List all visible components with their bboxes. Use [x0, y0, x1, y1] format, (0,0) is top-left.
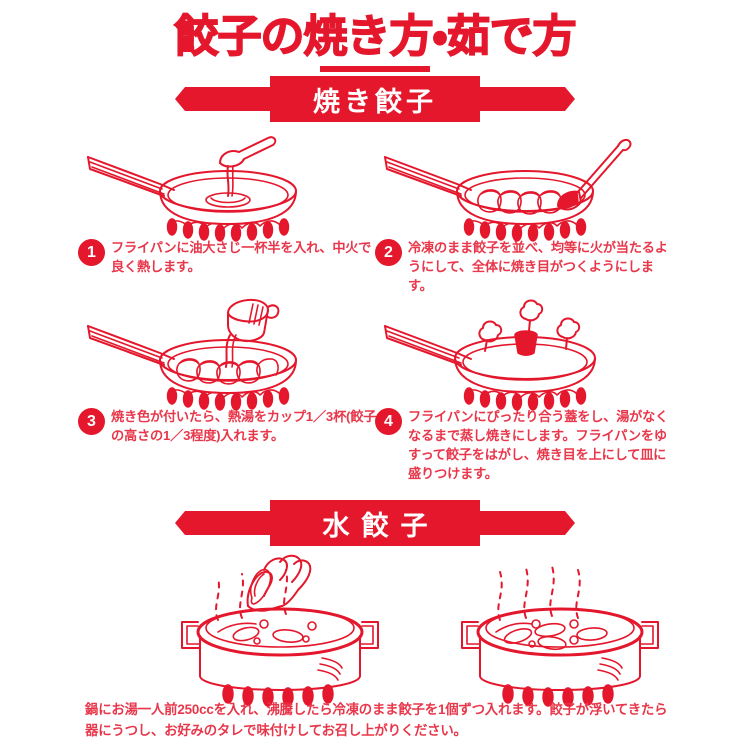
step-3-body: 3 焼き色が付いたら、熱湯をカップ1／3杯(餃子の高さの1／3程度)入れます。	[78, 407, 378, 445]
frying-pan-with-gyoza-and-spatula-icon	[384, 138, 632, 242]
section-banner-sui-gyoza: 水餃子	[175, 500, 575, 546]
page-title: 餃子の焼き方・茹で方	[174, 12, 577, 61]
step-2-illustration	[375, 126, 675, 242]
step-text: フライパンに油大さじ一杯半を入れ、中火で良く熱します。	[111, 240, 372, 275]
frying-pan-with-measuring-cup-icon	[87, 298, 297, 411]
boil-instructions-text: 鍋にお湯一人前250ccを入れ、沸騰したら冷凍のまま餃子を1個ずつ入れます。餃子…	[85, 702, 668, 738]
step-number-badge: 3	[78, 408, 105, 435]
flame-row	[166, 218, 290, 242]
frying-pan-with-oil-spoon-icon	[87, 136, 297, 242]
step-number-badge: 4	[375, 408, 402, 435]
step-number-badge: 2	[375, 239, 402, 266]
pot-with-hand-dropping-gyoza-icon	[181, 554, 379, 707]
section-banner-yaki-gyoza: 焼き餃子	[175, 76, 575, 122]
step-1: 1 フライパンに油大さじ一杯半を入れ、中火で良く熱します。	[78, 126, 378, 276]
ribbon-tail-left	[175, 511, 287, 535]
banner-label: 水餃子	[322, 510, 440, 541]
step-number-badge: 1	[78, 239, 105, 266]
step-1-body: 1 フライパンに油大さじ一杯半を入れ、中火で良く熱します。	[78, 238, 378, 276]
boil-illustration-right	[440, 548, 690, 707]
banner-label: 焼き餃子	[313, 86, 437, 117]
steam-puffs	[478, 299, 581, 352]
page-header: 餃子の焼き方・茹で方	[0, 12, 750, 73]
pot-with-floating-gyoza-icon	[461, 565, 659, 707]
ribbon-tail-right	[463, 511, 575, 535]
ribbon-center: 水餃子	[270, 500, 480, 546]
ribbon-tail-right	[463, 87, 575, 111]
boil-illustration-left	[160, 548, 410, 707]
gyoza-row	[477, 189, 562, 215]
step-3-illustration	[78, 295, 378, 411]
ribbon-center: 焼き餃子	[270, 76, 480, 122]
gyoza-in-water	[217, 619, 317, 645]
step-3: 3 焼き色が付いたら、熱湯をカップ1／3杯(餃子の高さの1／3程度)入れます。	[78, 295, 378, 445]
step-4: 4 フライパンにぴったり合う蓋をし、湯がなくなるまで蒸し焼きにします。フライパン…	[375, 295, 675, 484]
frying-pan-with-lid-and-steam-icon	[384, 299, 596, 411]
step-text: 冷凍のまま餃子を並べ、均等に火が当たるようにして、全体に焼き目がつくようにします…	[408, 240, 668, 294]
step-text: 焼き色が付いたら、熱湯をカップ1／3杯(餃子の高さの1／3程度)入れます。	[111, 409, 377, 444]
step-4-body: 4 フライパンにぴったり合う蓋をし、湯がなくなるまで蒸し焼きにします。フライパン…	[375, 407, 675, 484]
gyoza-in-water	[495, 619, 608, 651]
ribbon-tail-left	[175, 87, 287, 111]
step-2: 2 冷凍のまま餃子を並べ、均等に火が当たるようにして、全体に焼き目がつくようにし…	[375, 126, 675, 295]
gyoza-row	[176, 358, 279, 385]
step-text: フライパンにぴったり合う蓋をし、湯がなくなるまで蒸し焼きにします。フライパンをゆ…	[408, 409, 669, 482]
step-4-illustration	[375, 295, 675, 411]
step-1-illustration	[78, 126, 378, 242]
step-2-body: 2 冷凍のまま餃子を並べ、均等に火が当たるようにして、全体に焼き目がつくようにし…	[375, 238, 675, 295]
title-underline	[320, 66, 430, 73]
